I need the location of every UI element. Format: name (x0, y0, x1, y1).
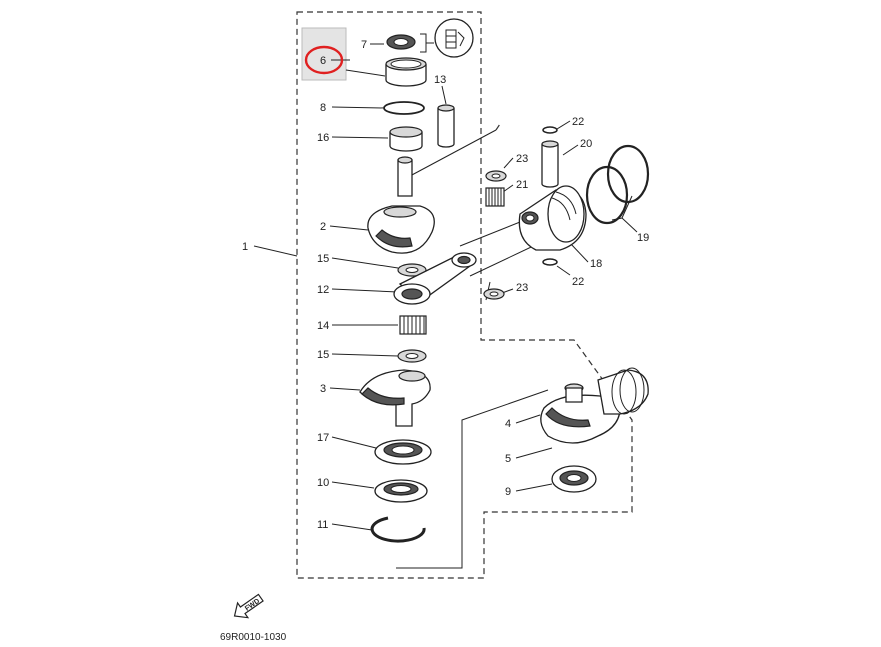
part-7-oil-seal (386, 34, 416, 50)
part-2-upper-crank (367, 156, 435, 254)
part-8-o-ring (383, 101, 425, 115)
label-part-2: 2 (320, 221, 326, 233)
part-21-needle-bearing (485, 187, 505, 207)
label-part-18: 18 (590, 258, 602, 270)
part-number-labels: 1 2 3 4 5 6 7 8 9 10 11 12 13 14 15 15 1… (242, 39, 649, 531)
label-part-17: 17 (317, 432, 329, 444)
label-part-16: 16 (317, 132, 329, 144)
part-22-piston-pin-clip-lower (542, 258, 558, 266)
part-22-piston-pin-clip-upper (542, 126, 558, 134)
label-part-23-lower: 23 (516, 282, 528, 294)
label-part-21: 21 (516, 179, 528, 191)
part-20-piston-pin (541, 140, 559, 188)
part-10-oil-seal (374, 479, 428, 503)
part-12-connecting-rod (393, 252, 477, 305)
assembly-boundary-1 (296, 11, 633, 579)
label-part-19: 19 (637, 232, 649, 244)
label-part-23-upper: 23 (516, 153, 528, 165)
label-part-6: 6 (320, 55, 326, 67)
label-part-5: 5 (505, 453, 511, 465)
label-part-3: 3 (320, 383, 326, 395)
label-part-8: 8 (320, 102, 326, 114)
label-part-22-lower: 22 (572, 276, 584, 288)
label-part-11: 11 (317, 519, 328, 531)
label-part-22-upper: 22 (572, 116, 584, 128)
label-part-9: 9 (505, 486, 511, 498)
part-23-washer-upper (485, 170, 507, 182)
label-part-12: 12 (317, 284, 329, 296)
label-part-1: 1 (242, 241, 248, 253)
label-part-13: 13 (434, 74, 446, 86)
part-14-needle-bearing (399, 315, 427, 335)
part-23-washer-lower (483, 288, 505, 300)
part-4-crankshaft-assembly (540, 367, 649, 444)
part-13-crank-pin (437, 104, 455, 148)
part-11-circlip (370, 516, 426, 543)
label-part-20: 20 (580, 138, 592, 150)
seal-detail-icon (420, 18, 474, 58)
label-part-7: 7 (361, 39, 367, 51)
highlight-circle (304, 45, 344, 75)
part-9-ball-bearing (551, 465, 597, 493)
callout-lines (253, 43, 638, 531)
part-15-thrust-washer-upper (397, 263, 427, 277)
label-part-10: 10 (317, 477, 329, 489)
part-15-thrust-washer-lower (397, 349, 427, 363)
part-3-lower-crank (359, 369, 431, 427)
part-17-ball-bearing (374, 439, 432, 465)
label-part-15-lower: 15 (317, 349, 329, 361)
label-part-15-upper: 15 (317, 253, 329, 265)
part-18-piston (518, 185, 587, 251)
label-part-4: 4 (505, 418, 511, 430)
diagram-code: 69R0010-1030 (220, 632, 287, 643)
part-16-bearing (389, 126, 423, 152)
part-6-bushing (385, 57, 427, 87)
label-part-14: 14 (317, 320, 329, 332)
fwd-arrow-icon: FWD (233, 593, 264, 619)
part-19-piston-rings (585, 144, 650, 225)
fwd-label: FWD (244, 598, 261, 613)
